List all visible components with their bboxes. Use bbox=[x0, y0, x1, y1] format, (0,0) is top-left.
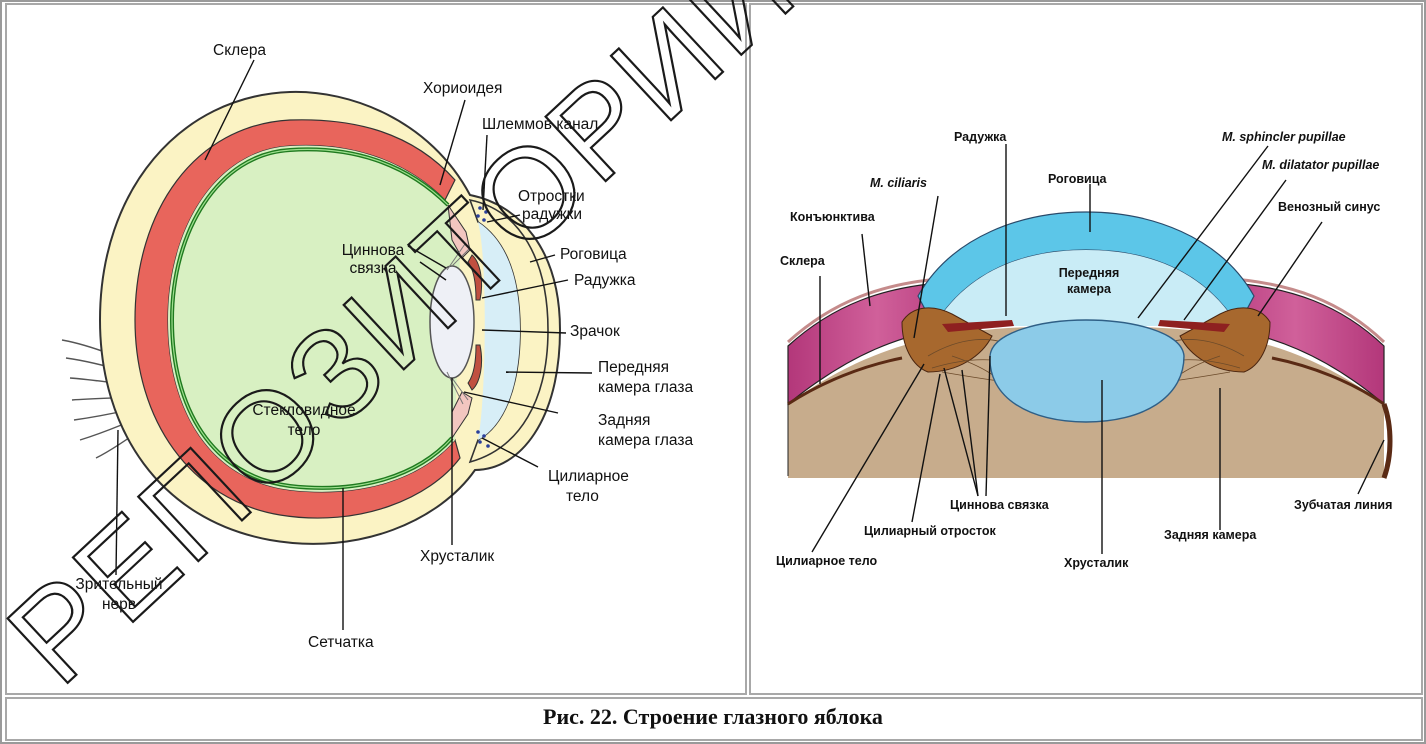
label-vitreous-2: тело bbox=[242, 422, 366, 440]
label-zinn-1: Циннова bbox=[335, 242, 411, 260]
r-label-sclera: Склера bbox=[780, 254, 825, 269]
label-pupil: Зрачок bbox=[570, 323, 620, 341]
label-iris: Радужка bbox=[574, 272, 636, 290]
anterior-segment-diagram bbox=[752, 6, 1420, 692]
label-choroid: Хориоидея bbox=[423, 80, 502, 98]
label-cornea: Роговица bbox=[560, 246, 627, 264]
figure-caption: Рис. 22. Строение глазного яблока bbox=[0, 704, 1426, 730]
label-anterior-chamber-2: камера глаза bbox=[598, 379, 693, 397]
r-label-ciliaris: M. ciliaris bbox=[870, 176, 927, 191]
r-label-zinn: Циннова связка bbox=[950, 498, 1049, 513]
label-iris-processes-1: Отростки bbox=[518, 188, 585, 206]
label-ciliary-body-1: Цилиарное bbox=[548, 468, 629, 486]
r-label-lens: Хрусталик bbox=[1064, 556, 1128, 571]
r-label-dentate-line: Зубчатая линия bbox=[1294, 498, 1392, 513]
label-sclera: Склера bbox=[213, 42, 266, 60]
label-ciliary-body-2: тело bbox=[566, 488, 599, 506]
label-optic-nerve-1: Зрительный bbox=[72, 576, 166, 594]
r-label-anterior-chamber-1: Передняя bbox=[1046, 266, 1132, 281]
label-vitreous-1: Стекловидное bbox=[242, 402, 366, 420]
label-posterior-chamber-1: Задняя bbox=[598, 412, 650, 430]
r-label-conjunctiva: Конъюнктива bbox=[790, 210, 875, 225]
label-iris-processes-2: радужки bbox=[522, 206, 582, 224]
r-label-cornea: Роговица bbox=[1048, 172, 1107, 187]
r-label-iris: Радужка bbox=[954, 130, 1006, 145]
eyeball-cross-section bbox=[0, 0, 750, 700]
label-anterior-chamber-1: Передняя bbox=[598, 359, 669, 377]
label-zinn-2: связка bbox=[335, 260, 411, 278]
r-label-posterior-chamber: Задняя камера bbox=[1164, 528, 1256, 543]
label-schlemm-canal: Шлеммов канал bbox=[482, 116, 598, 134]
label-optic-nerve-2: нерв bbox=[72, 596, 166, 614]
label-lens: Хрусталик bbox=[420, 548, 494, 566]
r-label-dilatator: M. dilatator pupillae bbox=[1262, 158, 1379, 173]
label-posterior-chamber-2: камера глаза bbox=[598, 432, 693, 450]
r-label-venous-sinus: Венозный синус bbox=[1278, 200, 1380, 215]
lens-shape bbox=[430, 266, 474, 378]
r-label-ciliary-body: Цилиарное тело bbox=[776, 554, 877, 569]
r-label-ciliary-process: Цилиарный отросток bbox=[864, 524, 996, 539]
r-label-sphincter: M. sphincler pupillae bbox=[1222, 130, 1346, 145]
r-label-anterior-chamber-2: камера bbox=[1046, 282, 1132, 297]
label-retina: Сетчатка bbox=[308, 634, 374, 652]
